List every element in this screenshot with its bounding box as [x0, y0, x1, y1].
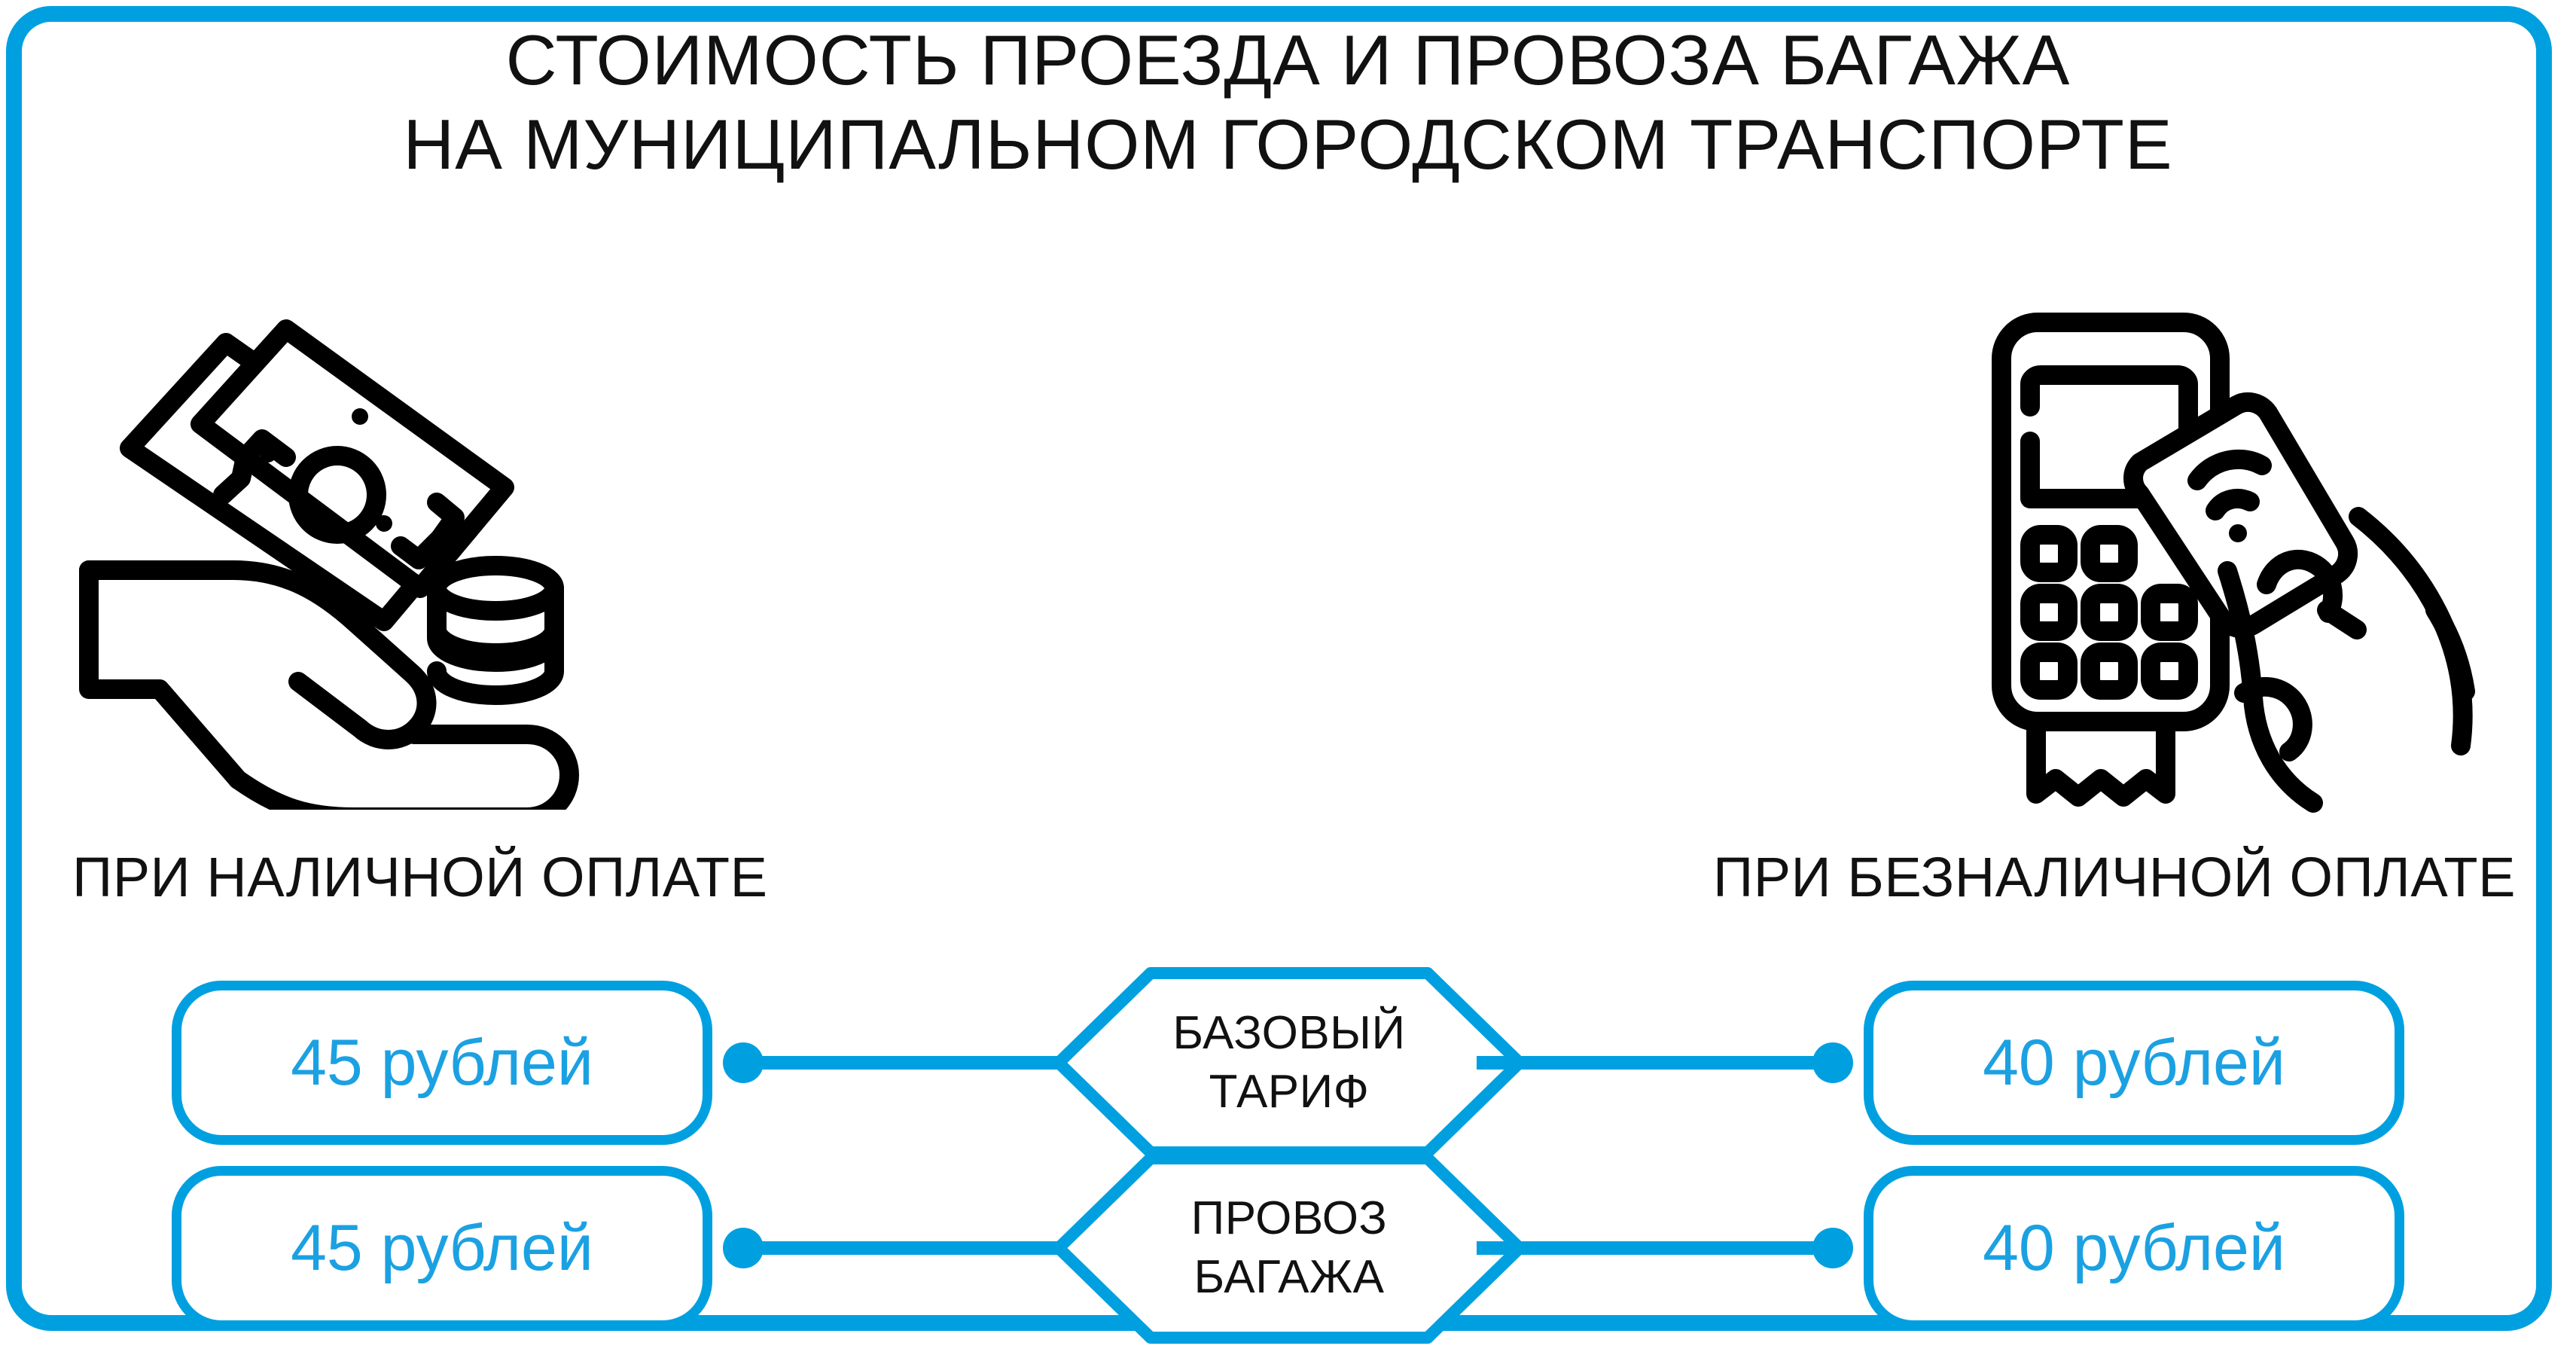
category-label-row-1-line-2: ТАРИФ	[1209, 1066, 1370, 1118]
category-label-row-1-line-1: БАЗОВЫЙ	[1172, 1007, 1406, 1059]
title-line-2: НА МУНИЦИПАЛЬНОМ ГОРОДСКОМ ТРАНСПОРТЕ	[403, 105, 2173, 184]
cashless-value-pill-row-2: 40 рублей	[1864, 1166, 2404, 1330]
cash-value-row-1: 45 рублей	[291, 1027, 593, 1099]
connector-left-row-1	[723, 1042, 1099, 1083]
cashless-value-row-1: 40 рублей	[1983, 1027, 2285, 1099]
cashless-value-pill-row-1: 40 рублей	[1864, 981, 2404, 1145]
cash-value-pill-row-2: 45 рублей	[172, 1166, 712, 1330]
connector-right-row-1	[1477, 1042, 1853, 1083]
connector-line-right-row-2	[1477, 1241, 1831, 1255]
caption-cashless-payment: ПРИ БЕЗНАЛИЧНОЙ ОПЛАТЕ	[1713, 846, 2516, 908]
page-title: СТОИМОСТЬ ПРОЕЗДА И ПРОВОЗА БАГАЖА НА МУ…	[0, 18, 2576, 187]
category-hexagon-row-1: БАЗОВЫЙ ТАРИФ	[1053, 967, 1526, 1158]
cash-value-row-2: 45 рублей	[291, 1212, 593, 1284]
connector-line-left-row-1	[745, 1056, 1099, 1070]
cash-in-hand-icon	[60, 298, 587, 810]
connector-right-row-2	[1477, 1228, 1853, 1268]
connector-line-right-row-1	[1477, 1056, 1831, 1070]
connector-line-left-row-2	[745, 1241, 1099, 1255]
category-label-row-2-line-1: ПРОВОЗ	[1190, 1192, 1388, 1244]
category-hexagon-row-2: ПРОВОЗ БАГАЖА	[1053, 1152, 1526, 1344]
cashless-value-row-2: 40 рублей	[1983, 1212, 2285, 1284]
category-label-row-2-line-2: БАГАЖА	[1193, 1251, 1385, 1303]
title-line-1: СТОИМОСТЬ ПРОЕЗДА И ПРОВОЗА БАГАЖА	[505, 20, 2071, 99]
fare-row-baggage: 45 рублей ПРОВОЗ БАГАЖА 40 рублей	[0, 1152, 2576, 1344]
caption-cash-payment: ПРИ НАЛИЧНОЙ ОПЛАТЕ	[72, 846, 768, 908]
cash-value-pill-row-1: 45 рублей	[172, 981, 712, 1145]
fare-row-base-tariff: 45 рублей БАЗОВЫЙ ТАРИФ 40 рублей	[0, 967, 2576, 1158]
connector-left-row-2	[723, 1228, 1099, 1268]
pos-terminal-contactless-card-icon	[1973, 294, 2500, 813]
